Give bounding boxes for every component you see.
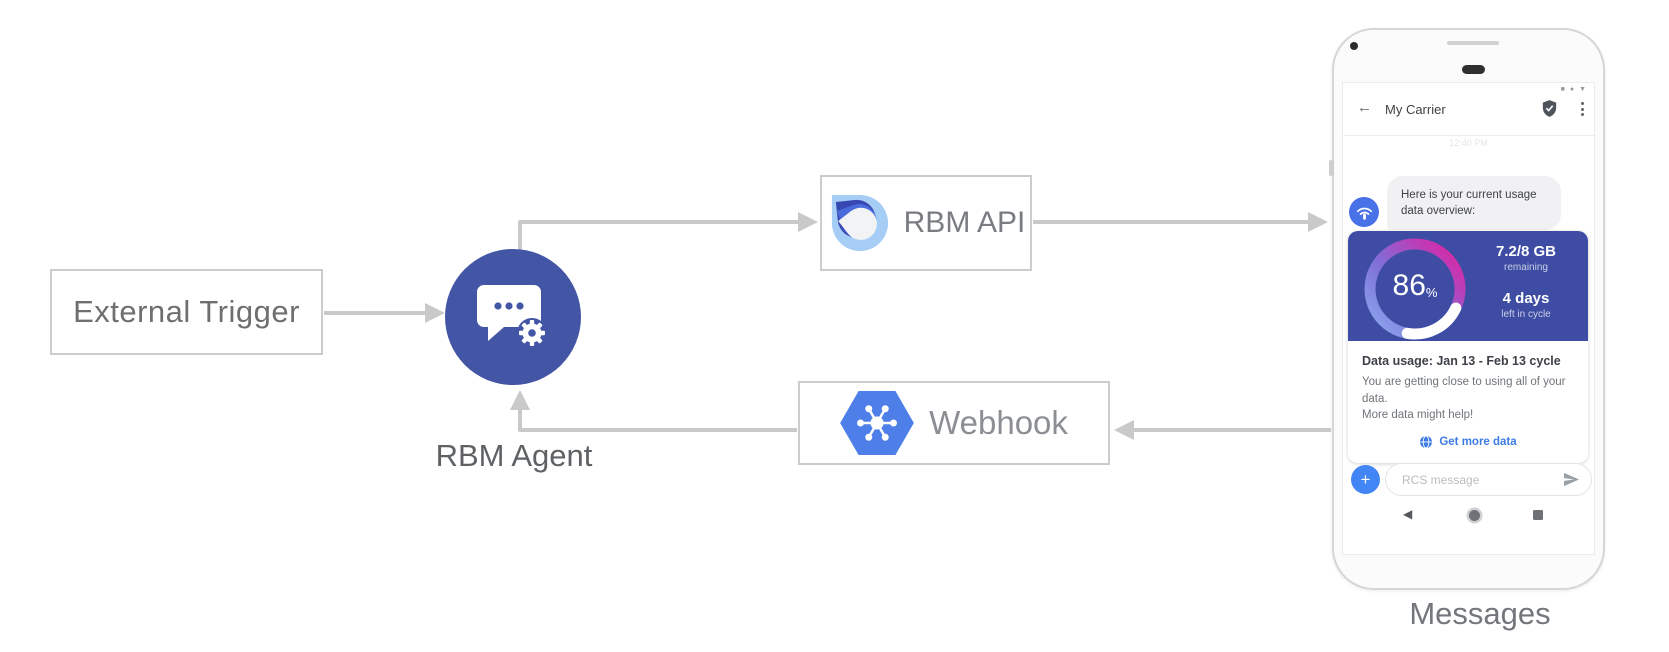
chat-agent-icon — [477, 285, 547, 348]
webhook-node: Webhook — [798, 381, 1110, 465]
usage-gauge — [1360, 234, 1470, 341]
webhook-hexagon-icon — [840, 391, 914, 455]
status-square-icon: ■ — [1560, 86, 1565, 93]
phone-speaker — [1462, 65, 1485, 74]
external-trigger-label: External Trigger — [73, 294, 300, 329]
data-remaining-value: 7.2/8 GB — [1495, 243, 1557, 260]
gauge-percent-value: 86 — [1392, 269, 1426, 302]
usage-rich-card: 86 % 7.2/8 GB remaining 4 days left in c… — [1348, 231, 1588, 463]
carrier-avatar — [1349, 197, 1379, 227]
android-back-icon[interactable]: ◀ — [1403, 507, 1413, 521]
gear-icon — [517, 318, 547, 348]
android-home-icon[interactable] — [1469, 510, 1480, 521]
agent-message-bubble: Here is your current usage data overview… — [1387, 176, 1561, 230]
phone-camera-icon — [1350, 42, 1358, 50]
status-circle-icon: ● — [1569, 86, 1575, 93]
usage-card-title: Data usage: Jan 13 - Feb 13 cycle — [1362, 354, 1561, 368]
phone-device: ■ ● ▼ ← My Carrier 12:40 PM — [1329, 28, 1605, 590]
rbm-api-node: RBM API — [820, 175, 1032, 271]
phone-screen: ■ ● ▼ ← My Carrier 12:40 PM — [1342, 82, 1595, 555]
hotspot-wifi-icon — [1356, 207, 1372, 220]
get-more-data-button[interactable]: Get more data — [1362, 435, 1574, 449]
data-remaining-label: remaining — [1504, 262, 1548, 273]
days-left-label: left in cycle — [1501, 309, 1551, 320]
android-recents-icon[interactable] — [1533, 510, 1543, 520]
send-icon[interactable] — [1563, 472, 1580, 487]
rbm-api-label: RBM API — [903, 206, 1026, 239]
message-timestamp: 12:40 PM — [1449, 138, 1488, 148]
days-left-value: 4 days — [1502, 290, 1550, 307]
get-more-data-label: Get more data — [1439, 435, 1517, 448]
rbm-agent-node — [445, 249, 581, 385]
overflow-menu-icon[interactable] — [1579, 100, 1586, 118]
usage-card-body: Data usage: Jan 13 - Feb 13 cycle You ar… — [1348, 341, 1588, 463]
message-composer — [1385, 463, 1592, 496]
gauge-percent-sign: % — [1425, 284, 1438, 300]
external-trigger-node: External Trigger — [50, 269, 323, 355]
usage-card-text-line1: You are getting close to using all of yo… — [1362, 376, 1566, 405]
rbm-api-logo-icon — [831, 194, 888, 252]
globe-icon — [1420, 435, 1433, 448]
phone-volume-button — [1329, 160, 1334, 176]
usage-card-text-line2: More data might help! — [1362, 409, 1474, 421]
rcs-message-input[interactable] — [1400, 471, 1563, 488]
gauge-percent: 86 % — [1360, 234, 1470, 338]
conversation-header: ← My Carrier — [1343, 83, 1594, 136]
webhook-label: Webhook — [929, 404, 1068, 441]
back-arrow-icon[interactable]: ← — [1357, 99, 1372, 116]
bubble-text-line2: data overview: — [1401, 205, 1476, 217]
bubble-text-line1: Here is your current usage — [1401, 189, 1537, 201]
arrow-webhook-to-agent — [510, 390, 797, 432]
add-attachment-button[interactable]: + — [1351, 465, 1380, 494]
verified-shield-icon — [1542, 100, 1557, 122]
usage-gauge-panel: 86 % 7.2/8 GB remaining 4 days left in c… — [1348, 231, 1588, 341]
conversation-title: My Carrier — [1385, 102, 1446, 117]
arrow-agent-to-api — [518, 212, 818, 250]
status-triangle-icon: ▼ — [1579, 86, 1586, 93]
phone-caption: Messages — [1409, 596, 1551, 631]
usage-stats: 7.2/8 GB remaining 4 days left in cycle — [1470, 243, 1582, 320]
status-bar-icons: ■ ● ▼ — [1561, 86, 1586, 93]
rbm-agent-label: RBM Agent — [435, 438, 593, 473]
phone-earpiece — [1447, 41, 1499, 45]
